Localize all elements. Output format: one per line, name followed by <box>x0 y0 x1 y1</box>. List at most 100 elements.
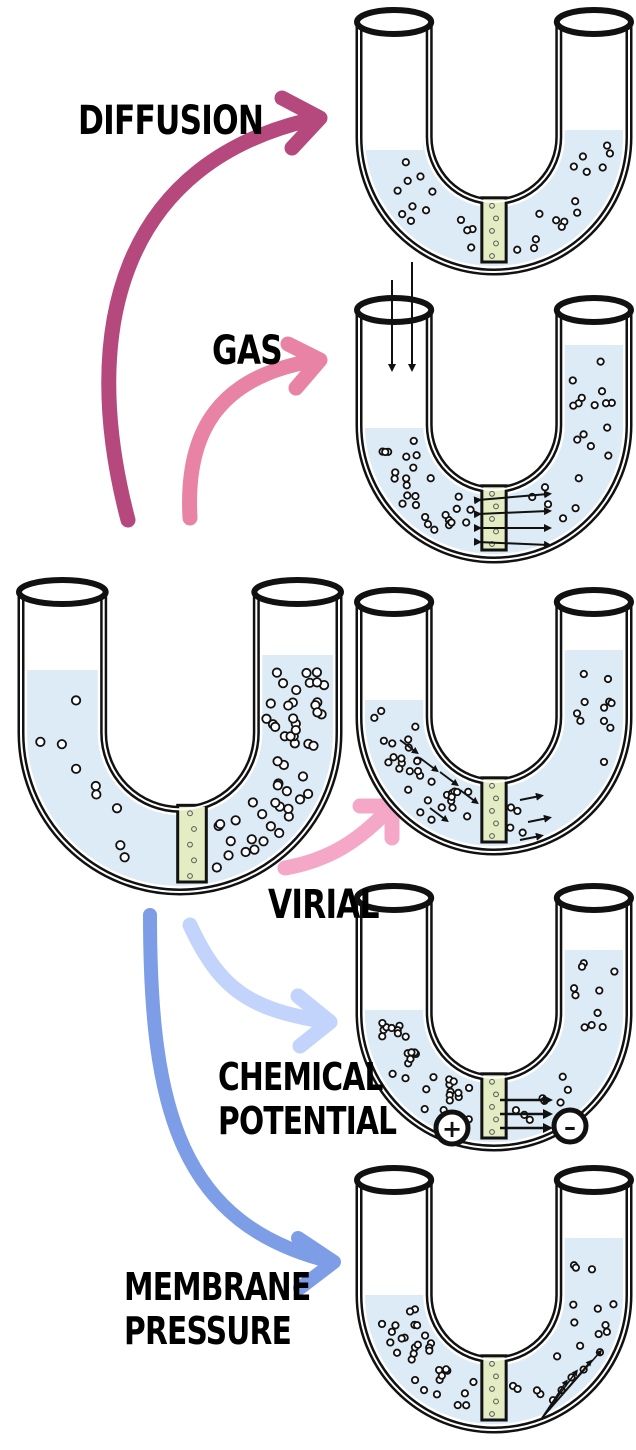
tube-virial-particle <box>398 755 404 761</box>
tube-membrane-pressure-particle <box>434 1391 440 1397</box>
tube-initial-particle <box>267 822 275 830</box>
tube-virial-particle <box>428 779 434 785</box>
tube-gas-particle <box>391 475 397 481</box>
tube-diffusion-particle <box>580 153 586 159</box>
tube-diffusion-particle <box>403 159 409 165</box>
tube-initial-particle <box>227 837 235 845</box>
tube-membrane-pressure-particle <box>387 1339 393 1345</box>
tube-diffusion <box>357 10 631 272</box>
tube-gas-particle <box>599 388 605 394</box>
arrow-diffusion-shaft <box>109 118 318 520</box>
tube-diffusion-particle <box>409 203 415 209</box>
tube-virial-particle <box>581 699 587 705</box>
tube-diffusion-particle <box>533 236 539 242</box>
tube-diffusion-particle <box>429 188 435 194</box>
tube-gas-particle <box>467 507 473 513</box>
tube-initial-particle <box>36 738 44 746</box>
tube-chemical-potential-particle <box>389 1071 395 1077</box>
u-tubes <box>19 10 631 1430</box>
tube-chemical-potential-particle <box>611 968 617 974</box>
tube-gas-particle <box>588 443 594 449</box>
tube-chemical-potential-particle <box>588 1022 594 1028</box>
tube-membrane-pressure-particle <box>398 1335 404 1341</box>
tube-initial-particle <box>259 837 267 845</box>
tube-membrane-pressure-particle <box>602 1322 608 1328</box>
tube-virial-particle <box>574 710 580 716</box>
tube-diffusion-particle <box>404 178 410 184</box>
tube-membrane-pressure-particle <box>577 1343 583 1349</box>
tube-gas-particle <box>410 464 416 470</box>
tube-chemical-potential-particle <box>423 1086 429 1092</box>
tube-initial-particle <box>296 795 304 803</box>
tube-membrane-pressure-particle <box>573 1264 579 1270</box>
tube-membrane-pressure-particle <box>570 1301 576 1307</box>
label-diffusion: DIFFUSION <box>78 100 263 142</box>
tube-membrane-pressure-particle <box>610 1301 616 1307</box>
tube-initial-particle <box>120 853 128 861</box>
tube-virial-particle <box>577 718 583 724</box>
tube-diffusion-particle <box>584 169 590 175</box>
tube-membrane-pressure-particle <box>379 1321 385 1327</box>
tube-gas-particle <box>572 505 578 511</box>
tube-membrane-pressure-particle <box>589 1266 595 1272</box>
tube-gas-particle <box>422 514 428 520</box>
tube-virial-particle <box>514 808 520 814</box>
tube-virial-particle <box>378 708 384 714</box>
tube-virial-particle <box>608 700 614 706</box>
tube-initial-particle <box>271 799 279 807</box>
tube-initial-particle <box>273 668 281 676</box>
tube-initial-particle <box>302 669 310 677</box>
tube-initial-particle <box>292 686 300 694</box>
tube-virial-rim-left <box>357 590 431 614</box>
tube-chemical-potential-particle <box>600 1024 606 1030</box>
tube-initial-particle <box>116 841 124 849</box>
tube-initial-particle <box>313 668 321 676</box>
tube-initial-particle <box>289 714 297 722</box>
tube-virial-particle <box>449 805 455 811</box>
tube-virial-particle <box>396 765 402 771</box>
tube-virial-particle <box>415 768 421 774</box>
tube-diffusion-particle <box>604 142 610 148</box>
tube-membrane-pressure-rim-right <box>557 1168 631 1192</box>
tube-initial-particle <box>241 848 249 856</box>
tube-virial-particle <box>601 718 607 724</box>
arrow-chemical-potential <box>190 925 330 1046</box>
tube-initial-particle <box>309 742 317 750</box>
tube-gas-particle <box>545 501 551 507</box>
tube-initial-particle <box>72 765 80 773</box>
tube-virial-particle <box>405 736 411 742</box>
tube-membrane-pressure-particle <box>470 1379 476 1385</box>
tube-gas-particle <box>413 452 419 458</box>
tube-virial-particle <box>371 715 377 721</box>
tube-virial-particle <box>385 759 391 765</box>
tube-gas-particle <box>403 454 409 460</box>
tube-initial-particle <box>313 678 321 686</box>
tube-gas-particle <box>411 438 417 444</box>
tube-virial-particle <box>439 804 445 810</box>
tube-gas <box>357 298 631 560</box>
tube-initial-particle <box>284 805 292 813</box>
tube-membrane-pressure-particle <box>534 1387 540 1393</box>
tube-virial-rim-right <box>557 590 631 614</box>
tube-diffusion-particle <box>572 198 578 204</box>
tube-initial-particle <box>292 726 300 734</box>
tube-initial-particle <box>250 845 258 853</box>
tube-chemical-potential-particle <box>572 992 578 998</box>
tube-diffusion-particle <box>464 227 470 233</box>
tube-virial-particle <box>605 676 611 682</box>
tube-membrane-pressure-particle <box>595 1306 601 1312</box>
tube-chemical-potential-particle <box>408 1049 414 1055</box>
tube-virial-particle <box>607 725 613 731</box>
tube-membrane-pressure-particle <box>514 1386 520 1392</box>
tube-gas-particle <box>574 436 580 442</box>
tube-chemical-potential-particle <box>557 1099 563 1105</box>
tube-gas-particle <box>428 475 434 481</box>
tube-membrane-pressure-particle <box>554 1353 560 1359</box>
electrode-negative: – <box>554 1110 586 1142</box>
tube-gas-particle <box>542 484 548 490</box>
tube-gas-particle <box>404 492 410 498</box>
tube-chemical-potential-particle <box>388 1025 394 1031</box>
tube-chemical-potential-particle <box>581 1024 587 1030</box>
tube-membrane-pressure-particle <box>407 1308 413 1314</box>
